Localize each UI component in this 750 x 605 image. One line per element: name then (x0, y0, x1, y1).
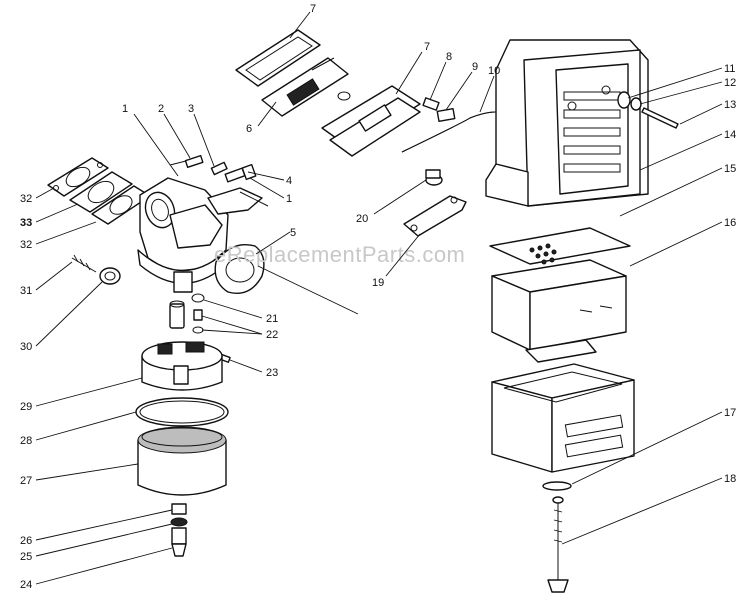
callout-21: 21 (266, 313, 278, 325)
breather-cover-7 (235, 29, 321, 87)
callout-15: 15 (724, 163, 736, 175)
callout-5: 5 (290, 227, 296, 239)
callout-24: 24 (20, 579, 32, 591)
callout-32: 32 (20, 193, 32, 205)
callout-17: 17 (724, 407, 736, 419)
screw-8 (422, 97, 440, 111)
leader-lines (35, 11, 723, 585)
gasket-32-upper (47, 157, 109, 197)
wing-nut-11-12 (617, 91, 642, 111)
screw-13 (641, 107, 679, 129)
callout-28: 28 (20, 435, 32, 447)
callout-9: 9 (472, 61, 478, 73)
screw-part-4 (224, 163, 257, 183)
bowl-screw-assembly (170, 503, 188, 557)
callout-29: 29 (20, 401, 32, 413)
callout-27: 27 (20, 475, 32, 487)
gasket-5 (214, 244, 265, 294)
air-cleaner-cover-14 (485, 39, 649, 207)
callout-4: 4 (286, 175, 292, 187)
callout-30: 30 (20, 341, 32, 353)
bracket-19 (403, 195, 467, 237)
callout-7b: 7 (424, 41, 430, 53)
callout-20: 20 (356, 213, 368, 225)
screw-9 (436, 107, 456, 123)
nozzle-part (169, 300, 185, 329)
gasket-28 (135, 397, 229, 427)
watermark-text: eReplacementParts.com (214, 242, 465, 267)
pre-cleaner-15 (489, 227, 631, 265)
callout-14: 14 (724, 129, 736, 141)
callout-6: 6 (246, 123, 252, 135)
screw-part-2 (169, 154, 204, 168)
callout-10: 10 (488, 65, 500, 77)
air-cleaner-base (491, 363, 635, 473)
callout-16: 16 (724, 217, 736, 229)
float-bowl-27 (137, 426, 227, 496)
callout-1: 1 (122, 103, 128, 115)
nut-30 (99, 267, 121, 285)
callout-7: 7 (310, 3, 316, 15)
callout-12: 12 (724, 77, 736, 89)
callout-11: 11 (724, 63, 735, 75)
carburetor-body (137, 177, 269, 293)
insulator-33 (69, 171, 133, 213)
washer-17 (542, 481, 572, 491)
filter-element-16 (491, 259, 627, 363)
screw-part-3 (210, 161, 228, 176)
callout-26: 26 (20, 535, 32, 547)
callout-25: 25 (20, 551, 32, 563)
spring-screw-31 (71, 254, 97, 273)
callout-8: 8 (446, 51, 452, 63)
callout-numbers: 1 2 3 1 4 5 6 7 7 8 9 10 11 12 13 14 15 … (20, 3, 736, 591)
callout-22: 22 (266, 329, 278, 341)
callout-18: 18 (724, 473, 736, 485)
callout-23: 23 (266, 367, 278, 379)
callout-31: 31 (20, 285, 32, 297)
pre-cleaner-holes (529, 243, 557, 265)
float-29 (141, 341, 223, 391)
stud-18 (547, 496, 569, 593)
callout-1b: 1 (286, 193, 292, 205)
screw-20 (425, 169, 443, 186)
orings-21-22 (191, 293, 205, 334)
callout-3: 3 (188, 103, 194, 115)
callout-32b: 32 (20, 239, 32, 251)
breather-body-7b (321, 85, 421, 157)
callout-2: 2 (158, 103, 164, 115)
callout-33: 33 (20, 217, 32, 229)
breather-gasket-6 (261, 57, 351, 117)
callout-19: 19 (372, 277, 384, 289)
callout-13: 13 (724, 99, 736, 111)
